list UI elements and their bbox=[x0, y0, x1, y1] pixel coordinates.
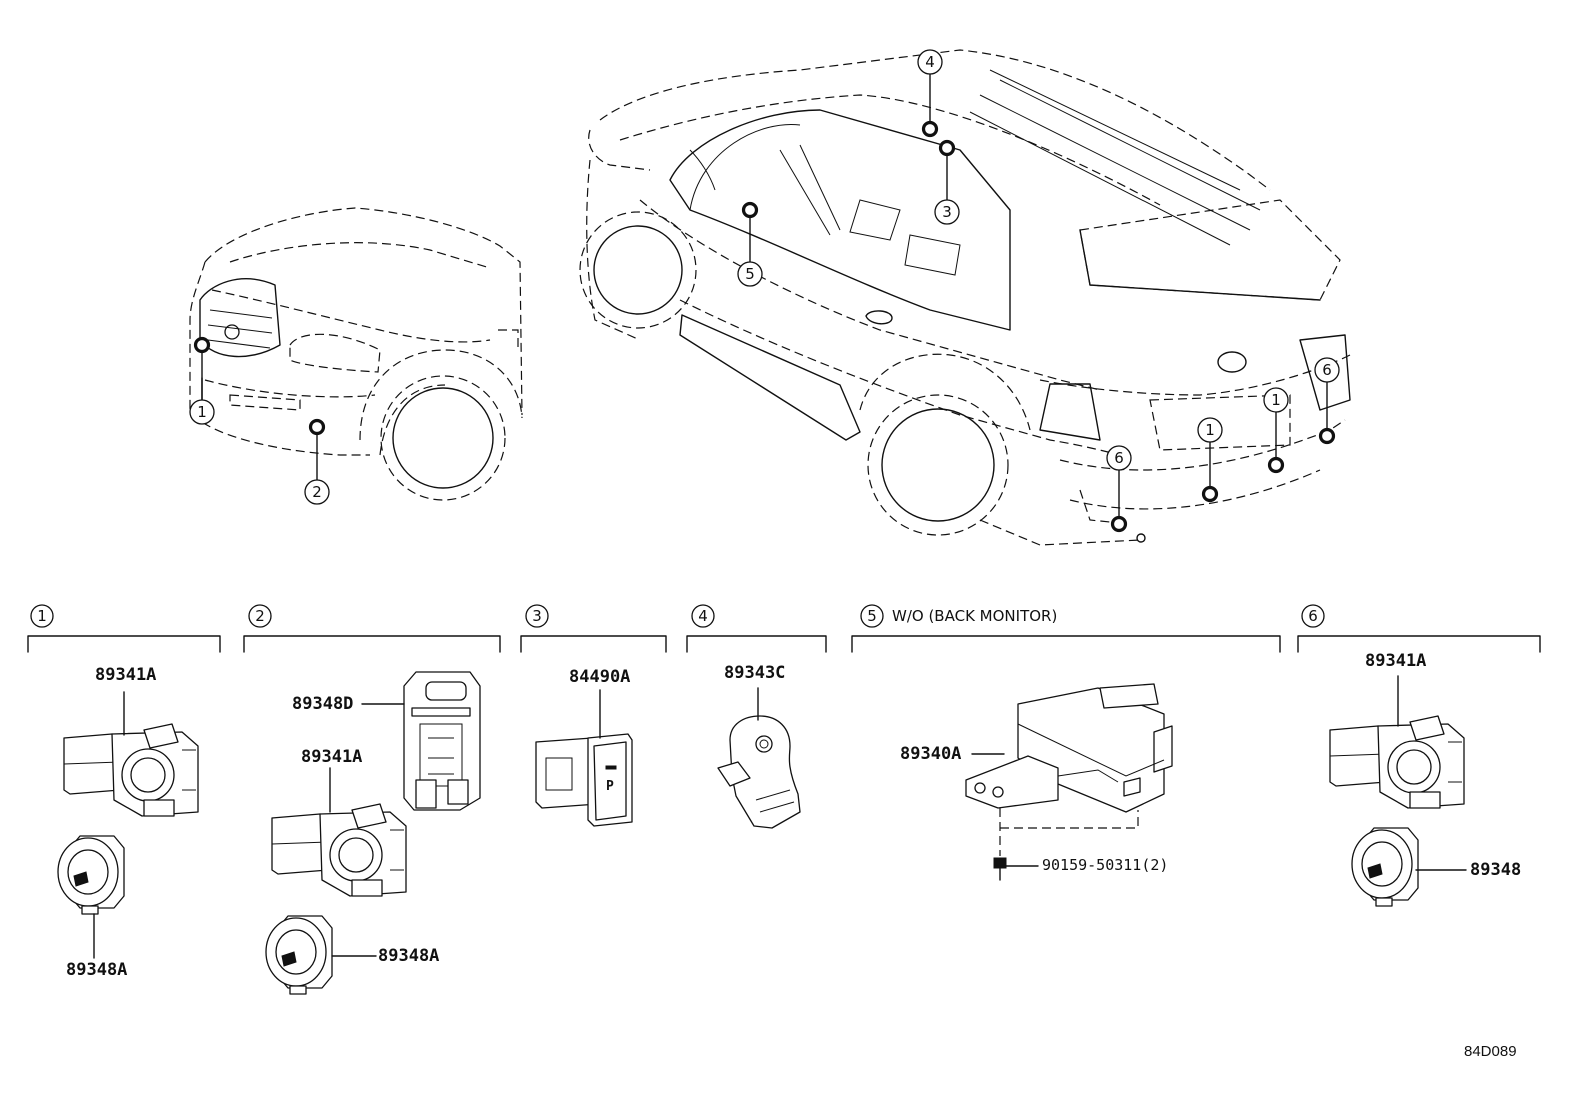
module-89340A bbox=[965, 683, 1173, 813]
part-number-label: 89348A bbox=[66, 960, 128, 980]
part-number-label: 84490A bbox=[569, 667, 631, 687]
sensor-89341A-s1 bbox=[63, 723, 199, 817]
parking-sensor-switch-glyph: P bbox=[606, 779, 614, 794]
part-number-label: 89341A bbox=[1365, 651, 1427, 671]
callout-number: 4 bbox=[925, 53, 935, 71]
section-number-3: 3 bbox=[532, 607, 542, 625]
retainer-89348A-s1 bbox=[57, 835, 125, 915]
switch-84490A bbox=[535, 733, 633, 827]
front-vehicle-view bbox=[189, 207, 523, 501]
section-5-condition-note: W/O (BACK MONITOR) bbox=[892, 607, 1058, 625]
section-number-6: 6 bbox=[1308, 607, 1318, 625]
part-number-label: 89348D bbox=[292, 694, 354, 714]
section-number-5: 5 bbox=[867, 607, 877, 625]
part-number-label: 89343C bbox=[724, 663, 786, 683]
callout-number: 3 bbox=[942, 203, 952, 221]
section-number-2: 2 bbox=[255, 607, 265, 625]
callout-number: 6 bbox=[1322, 361, 1332, 379]
sensor-89343C bbox=[717, 715, 801, 829]
sensor-89341A-s6 bbox=[1329, 715, 1465, 809]
callout-number: 2 bbox=[312, 483, 322, 501]
part-number-label: 89341A bbox=[301, 747, 363, 767]
section-number-4: 4 bbox=[698, 607, 708, 625]
part-number-label: 89340A bbox=[900, 744, 962, 764]
rear-vehicle-view bbox=[579, 49, 1351, 546]
section-headers bbox=[27, 604, 1541, 653]
callout-number: 5 bbox=[745, 265, 755, 283]
location-markers bbox=[193, 73, 1336, 533]
bolt-90159 bbox=[993, 857, 1039, 881]
sensor-89341A-s2 bbox=[271, 803, 407, 897]
diagram-code: 84D089 bbox=[1464, 1043, 1517, 1060]
part-number-label: 89348A bbox=[378, 946, 440, 966]
callout-number: 1 bbox=[1271, 391, 1281, 409]
part-number-label: 89348 bbox=[1470, 860, 1522, 880]
callout-number: 1 bbox=[1205, 421, 1215, 439]
retainer-89348-s6 bbox=[1351, 827, 1419, 907]
callout-number: 6 bbox=[1114, 449, 1124, 467]
callout-circles bbox=[189, 49, 1340, 505]
part-number-label: 89341A bbox=[95, 665, 157, 685]
retainer-89348A-s2 bbox=[265, 915, 333, 995]
callout-number: 1 bbox=[197, 403, 207, 421]
part-number-label: 90159-50311(2) bbox=[1042, 856, 1169, 874]
section-number-1: 1 bbox=[37, 607, 47, 625]
bracket-89348D bbox=[403, 671, 481, 811]
